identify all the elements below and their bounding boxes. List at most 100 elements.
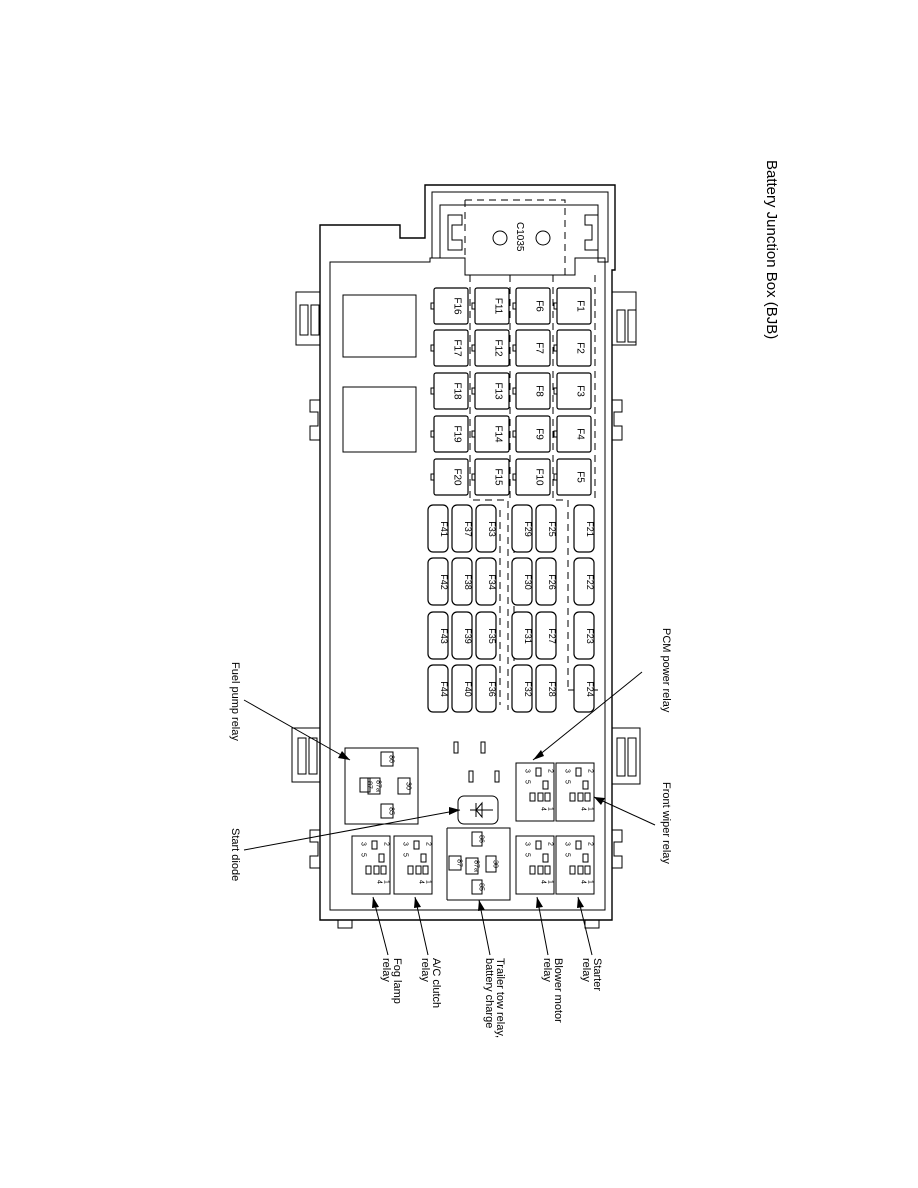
relay-pin: 4 (539, 807, 546, 811)
fuse-label: F29 (523, 521, 533, 537)
relay-pin: 5 (563, 780, 570, 784)
callout-starter-relay: Starter relay (580, 958, 603, 991)
fuse-label: F28 (547, 681, 557, 697)
fuse-f41: F41 (427, 504, 449, 553)
fuse-grid-top: F1F2F3F4F5F6F7F8F9F10F11F12F13F14F15F16F… (430, 287, 592, 496)
relay-pin: 4 (579, 807, 586, 811)
fuse-f30: F30 (511, 557, 533, 606)
fuse-f38: F38 (451, 557, 473, 606)
fuse-label: F34 (487, 574, 497, 590)
fuse-label: F21 (585, 521, 595, 537)
fuse-label: F20 (452, 468, 463, 486)
relay-pin: 5 (523, 780, 530, 784)
fuse-f39: F39 (451, 611, 473, 660)
fuse-f18: F18 (430, 372, 469, 410)
fuse-f33: F33 (475, 504, 497, 553)
fuel-pump-relay (344, 747, 419, 825)
relay-pin: 3 (523, 769, 530, 773)
fuse-label: F33 (487, 521, 497, 537)
relay-pin-large: 87a (374, 780, 381, 792)
fuse-label: F15 (493, 468, 504, 486)
relay-pin: 2 (546, 769, 553, 773)
fuse-label: F18 (452, 382, 463, 400)
relay-pin-large: 30 (491, 860, 498, 868)
fuse-label: F44 (439, 681, 449, 697)
fuse-label: F5 (575, 471, 586, 483)
relay-pin: 5 (523, 853, 530, 857)
fuse-f40: F40 (451, 664, 473, 713)
relay-pin: 2 (546, 842, 553, 846)
fuse-label: F11 (493, 298, 504, 315)
fuse-f1: F1 (553, 287, 592, 325)
relay-pin: 1 (382, 880, 389, 884)
fuse-f35: F35 (475, 611, 497, 660)
fuse-f21: F21 (573, 504, 595, 553)
fuse-f23: F23 (573, 611, 595, 660)
callout-ac-clutch-relay-line1: A/C clutch (430, 958, 442, 1008)
relay-pin: 5 (563, 853, 570, 857)
relay-pin: 2 (424, 842, 431, 846)
fuse-f15: F15 (471, 458, 510, 496)
fuse-label: F36 (487, 681, 497, 697)
fuse-f31: F31 (511, 611, 533, 660)
fuse-label: F35 (487, 628, 497, 644)
fuse-f34: F34 (475, 557, 497, 606)
fuse-f14: F14 (471, 415, 510, 453)
fuse-label: F2 (575, 342, 586, 354)
fuse-f43: F43 (427, 611, 449, 660)
fuse-f13: F13 (471, 372, 510, 410)
fuse-label: F43 (439, 628, 449, 644)
fuse-f24: F24 (573, 664, 595, 713)
relay-pin-large: 85 (477, 883, 484, 891)
box-outline (291, 184, 641, 929)
fuse-f5: F5 (553, 458, 592, 496)
fuse-label: F27 (547, 628, 557, 644)
fuse-label: F10 (534, 468, 545, 486)
callout-fog-lamp-relay-line1: Fog lamp (391, 958, 403, 1004)
relay-pin: 4 (579, 880, 586, 884)
relay-pin: 1 (586, 880, 593, 884)
trailer-tow-relay (446, 827, 511, 901)
callout-trailer-tow-relay-line2: battery charge (483, 958, 495, 1028)
relay-pin-large: 87a (472, 860, 479, 872)
fuse-label: F32 (523, 681, 533, 697)
relay-pin-large: 30 (404, 782, 411, 790)
relay-pin: 1 (424, 880, 431, 884)
callout-ac-clutch-relay-line2: relay (419, 958, 431, 982)
fuse-f27: F27 (535, 611, 557, 660)
relay-pin: 5 (359, 853, 366, 857)
callout-fuel-pump-relay: Fuel pump relay (229, 662, 241, 741)
fuse-label: F39 (463, 628, 473, 644)
start-diode (457, 795, 499, 825)
fuse-grid-cartridge: F21F22F23F24F25F26F27F28F29F30F31F32F33F… (427, 504, 595, 713)
callout-blower-motor-relay: Blower motor relay (541, 958, 564, 1023)
fuse-f3: F3 (553, 372, 592, 410)
relay-pin: 3 (401, 842, 408, 846)
fuse-f16: F16 (430, 287, 469, 325)
fuse-f20: F20 (430, 458, 469, 496)
fuse-f6: F6 (512, 287, 551, 325)
callout-start-diode: Start diode (229, 828, 241, 881)
callout-starter-relay-line1: Starter (591, 958, 603, 991)
fuse-label: F31 (523, 628, 533, 644)
relay-pin-large: 86 (477, 835, 484, 843)
fuse-label: F4 (575, 428, 586, 440)
relay-pin: 4 (539, 880, 546, 884)
fuse-f17: F17 (430, 329, 469, 367)
fuse-label: F22 (585, 574, 595, 590)
fuse-f37: F37 (451, 504, 473, 553)
fuse-label: F9 (534, 428, 545, 440)
diagram-title: Battery Junction Box (BJB) (763, 160, 780, 339)
relay-pin: 4 (375, 880, 382, 884)
fuse-label: F23 (585, 628, 595, 644)
fuse-label: F38 (463, 574, 473, 590)
